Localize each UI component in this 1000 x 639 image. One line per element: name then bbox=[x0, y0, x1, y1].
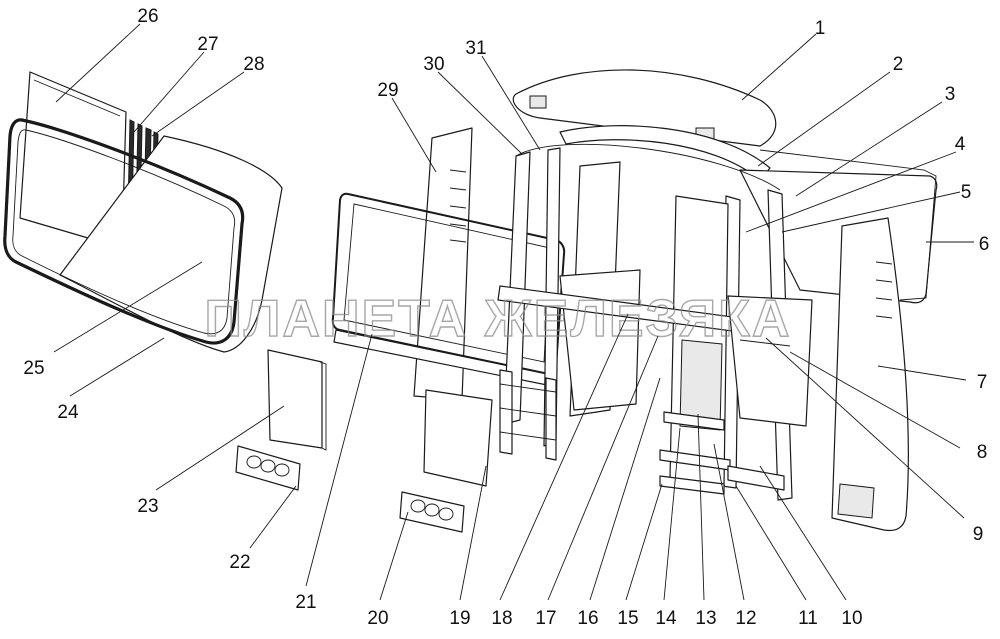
part-8-cross-member bbox=[727, 295, 813, 427]
callout-20: 20 bbox=[367, 608, 388, 629]
windshield-group bbox=[3, 71, 283, 353]
part-9-strip bbox=[739, 339, 791, 347]
callout-19: 19 bbox=[449, 608, 470, 629]
callout-7: 7 bbox=[977, 372, 988, 393]
callout-31: 31 bbox=[465, 38, 486, 59]
part-29-pillar-trim bbox=[413, 127, 473, 401]
callout-labels: 1 2 3 4 5 6 7 8 9 10 11 12 13 14 15 16 1… bbox=[23, 6, 989, 629]
part-23-panel bbox=[267, 349, 323, 449]
callout-27: 27 bbox=[197, 34, 218, 55]
callout-17: 17 bbox=[535, 608, 556, 629]
middle-left-panels bbox=[235, 127, 566, 533]
callout-30: 30 bbox=[423, 54, 444, 75]
callout-13: 13 bbox=[695, 608, 716, 629]
callout-9: 9 bbox=[973, 524, 984, 545]
callout-22: 22 bbox=[229, 552, 250, 573]
callout-11: 11 bbox=[798, 608, 818, 629]
callout-5: 5 bbox=[961, 182, 972, 203]
callout-23: 23 bbox=[137, 496, 158, 517]
callout-12: 12 bbox=[735, 608, 756, 629]
callout-14: 14 bbox=[655, 608, 677, 629]
callout-25: 25 bbox=[23, 358, 44, 379]
part-14-crossbar bbox=[663, 411, 725, 431]
watermark-text: ПЛАНЕТА ЖЕЛЕЗЯКА bbox=[205, 290, 792, 348]
part-1-roof bbox=[512, 69, 777, 147]
right-trim-group bbox=[831, 217, 909, 532]
part-6-rear-wall bbox=[759, 149, 937, 301]
part-19-lower-panel bbox=[423, 389, 493, 487]
callout-4: 4 bbox=[955, 134, 966, 155]
part-24-frame-seal bbox=[3, 118, 245, 345]
part-22-vent-grille bbox=[235, 445, 301, 491]
callout-3: 3 bbox=[945, 84, 956, 105]
callout-8: 8 bbox=[977, 442, 988, 463]
callout-15: 15 bbox=[617, 608, 638, 629]
leader-lines bbox=[53, 23, 974, 601]
callout-16: 16 bbox=[577, 608, 598, 629]
part-25-front-glass bbox=[59, 135, 283, 353]
callout-29: 29 bbox=[377, 80, 398, 101]
part-7-side-trim bbox=[831, 217, 909, 532]
callout-18: 18 bbox=[491, 608, 512, 629]
part-20-vent-grille bbox=[399, 491, 465, 533]
callout-28: 28 bbox=[243, 54, 264, 75]
callout-10: 10 bbox=[841, 608, 862, 629]
callout-6: 6 bbox=[979, 234, 990, 255]
part-10-bottom-member bbox=[727, 465, 785, 491]
callout-24: 24 bbox=[57, 402, 79, 423]
callout-2: 2 bbox=[893, 54, 904, 75]
callout-21: 21 bbox=[295, 592, 316, 613]
callout-1: 1 bbox=[815, 18, 826, 39]
part-18-ladder bbox=[499, 369, 557, 461]
callout-26: 26 bbox=[137, 6, 158, 27]
